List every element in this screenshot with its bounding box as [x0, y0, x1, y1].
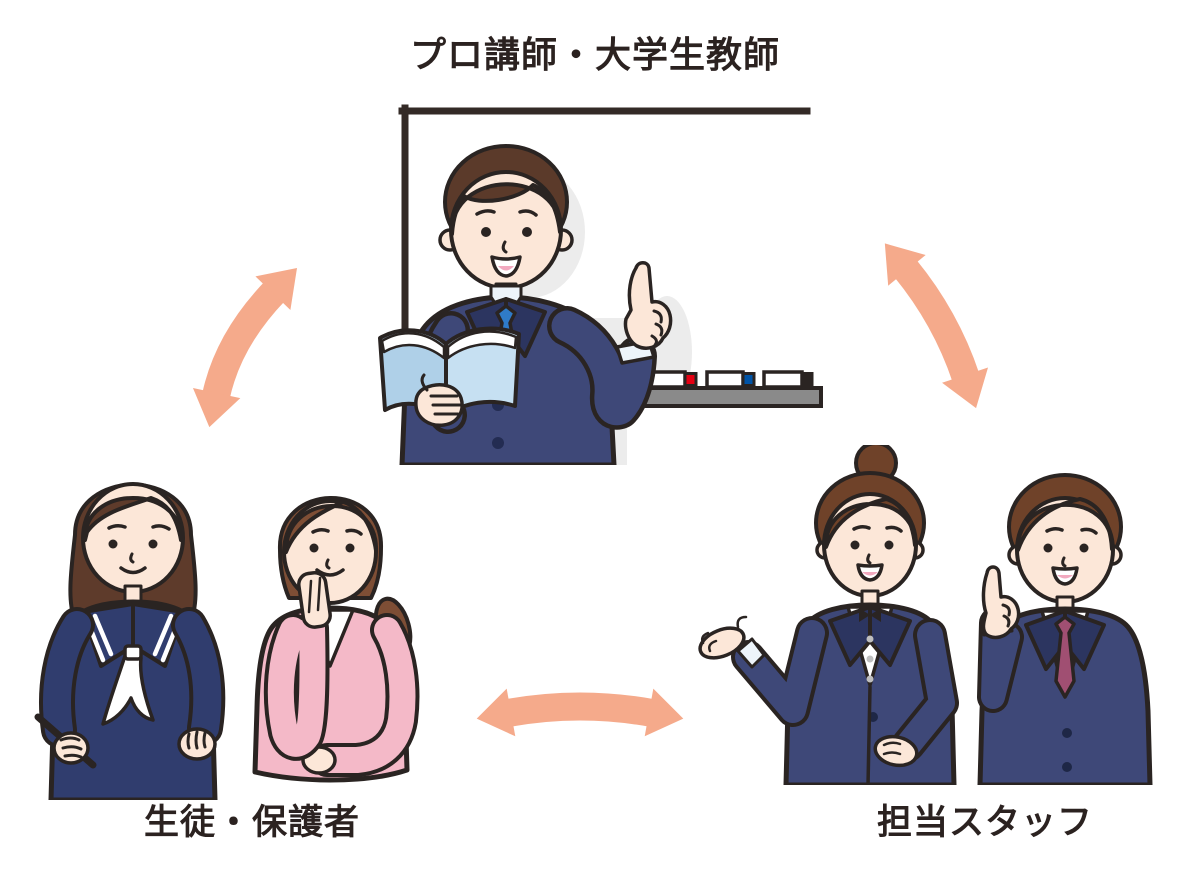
hand-on-cheek: [297, 570, 332, 629]
female-staff-figure: [698, 445, 959, 785]
arrow-instructors-staff: [884, 243, 989, 409]
staff-illustration: [698, 445, 1153, 785]
label-instructors: プロ講師・大学生教師: [409, 34, 780, 75]
collar-ribbon: [859, 608, 881, 622]
neckerchief: [101, 654, 155, 726]
whiteboard-markers: [647, 370, 814, 389]
staff-tie: [1054, 615, 1076, 699]
teacher-figure: [378, 144, 673, 465]
students-guardian-illustration: [34, 482, 420, 800]
mother-figure: [252, 496, 420, 783]
arrow-students-staff: [476, 688, 684, 737]
teacher-pointing-hand: [623, 261, 673, 350]
arrow-instructors-students: [192, 268, 298, 428]
pointing-hand: [981, 565, 1021, 640]
label-students-guardians: 生徒・保護者: [143, 803, 360, 842]
teacher-illustration: [378, 104, 823, 465]
schoolgirl-figure: [34, 482, 226, 800]
label-staff: 担当スタッフ: [876, 803, 1093, 842]
male-staff-figure: [977, 473, 1153, 785]
